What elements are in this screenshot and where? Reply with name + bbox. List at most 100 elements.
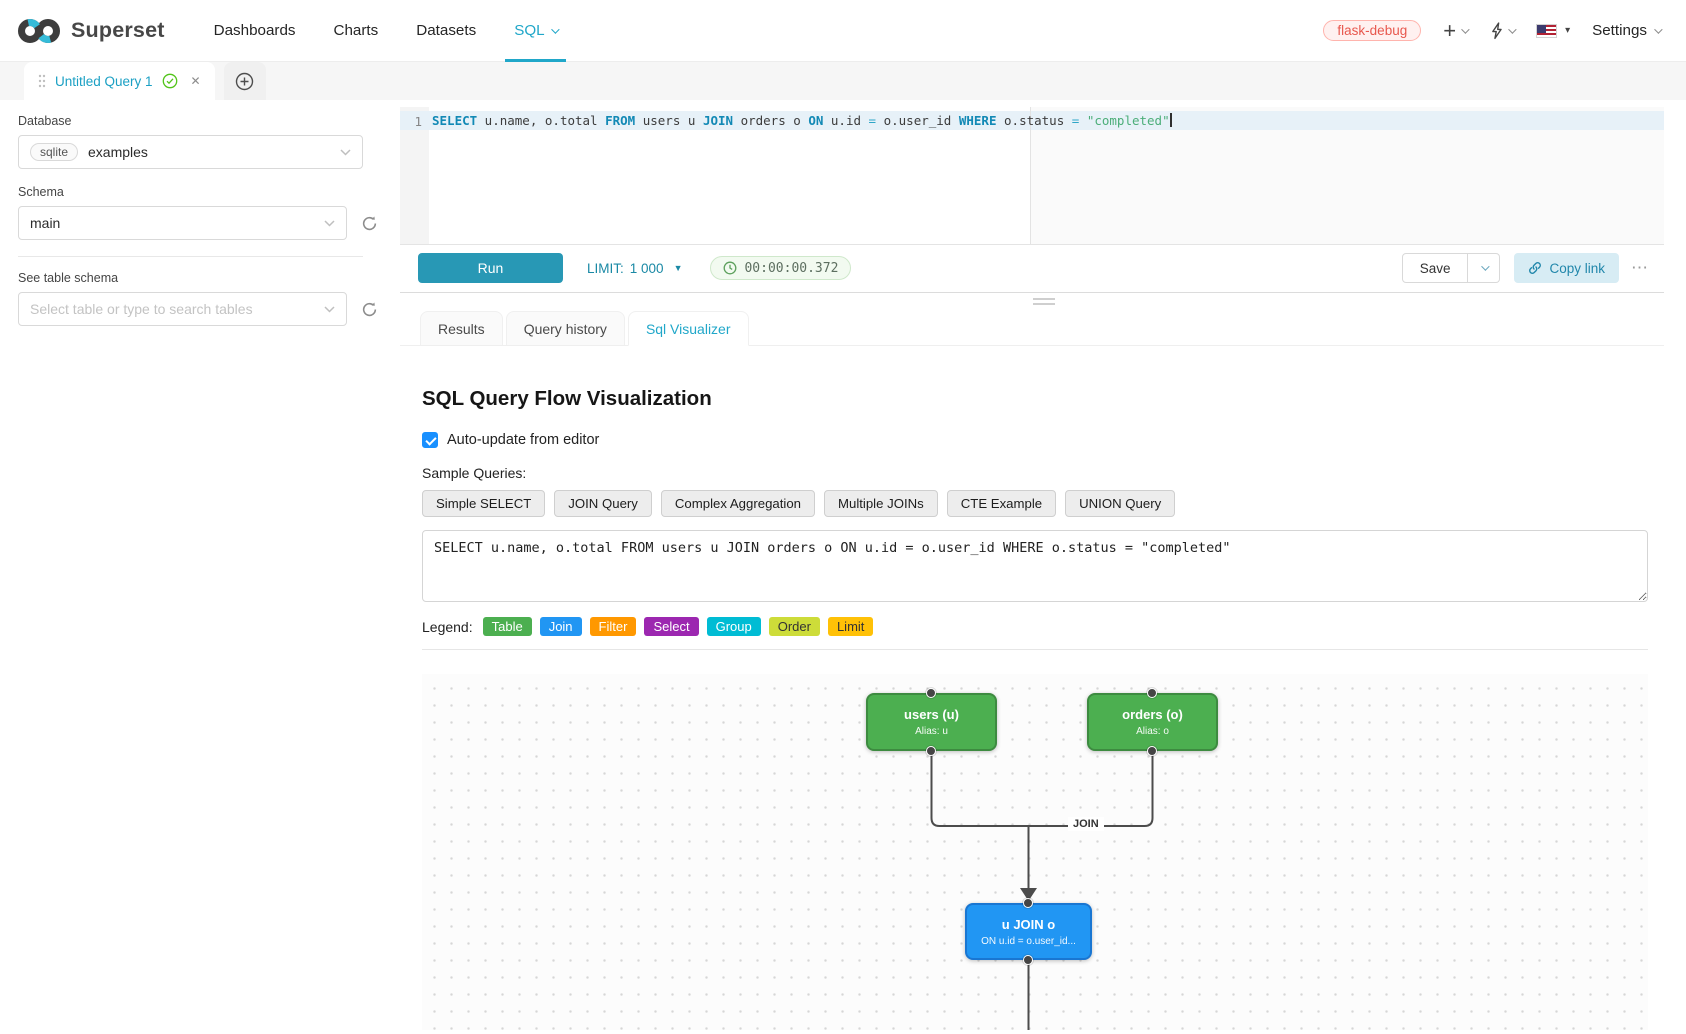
add-tab-icon xyxy=(235,72,254,90)
chevron-down-icon xyxy=(324,305,335,313)
main-nav: Dashboards Charts Datasets SQL xyxy=(195,0,576,62)
sql-input-textarea[interactable]: SELECT u.name, o.total FROM users u JOIN… xyxy=(422,530,1648,602)
query-search-menu[interactable] xyxy=(1489,21,1517,40)
sql-token xyxy=(1079,113,1087,128)
refresh-schemas-button[interactable] xyxy=(358,215,380,232)
flow-canvas[interactable]: users (u) Alias: u orders (o) Alias: o u… xyxy=(422,674,1648,1030)
node-handle[interactable] xyxy=(1147,746,1157,756)
sample-query-button[interactable]: Simple SELECT xyxy=(422,490,546,517)
saved-check-icon xyxy=(162,73,177,89)
nav-charts[interactable]: Charts xyxy=(333,22,379,39)
caret-down-icon: ▾ xyxy=(1565,25,1571,36)
query-tab-title: Untitled Query 1 xyxy=(55,73,153,89)
sql-editor[interactable]: 1 SELECT u.name, o.total FROM users u JO… xyxy=(400,107,1664,245)
refresh-tables-button[interactable] xyxy=(358,301,380,318)
flow-node-join[interactable]: u JOIN o ON u.id = o.user_id... xyxy=(965,903,1092,960)
sql-code-line: SELECT u.name, o.total FROM users u JOIN… xyxy=(432,113,1172,128)
limit-dropdown[interactable]: LIMIT: 1 000 ▼ xyxy=(587,260,683,276)
sql-token: WHERE xyxy=(958,113,997,128)
sql-token: u.name, o.total xyxy=(477,113,606,128)
tab-results[interactable]: Results xyxy=(420,311,503,345)
schema-select[interactable]: main xyxy=(18,206,347,240)
node-handle[interactable] xyxy=(926,688,936,698)
sample-query-button[interactable]: Complex Aggregation xyxy=(660,490,815,517)
superset-infinity-icon xyxy=(18,18,60,43)
node-handle[interactable] xyxy=(1147,688,1157,698)
brand-name: Superset xyxy=(71,18,165,42)
more-options-button[interactable]: ⋯ xyxy=(1631,258,1650,277)
node-handle[interactable] xyxy=(926,746,936,756)
active-line-highlight xyxy=(400,111,1664,130)
content-divider xyxy=(422,649,1648,650)
query-tab-active[interactable]: Untitled Query 1 ✕ xyxy=(24,62,215,100)
auto-update-label: Auto-update from editor xyxy=(447,432,600,448)
sql-token: o.status xyxy=(996,113,1072,128)
sample-query-button[interactable]: UNION Query xyxy=(1065,490,1176,517)
caret-down-icon: ▼ xyxy=(673,263,683,273)
sample-query-button[interactable]: Multiple JOINs xyxy=(824,490,938,517)
page-title: SQL Query Flow Visualization xyxy=(422,387,712,410)
us-flag-icon xyxy=(1536,23,1558,38)
save-dropdown-button[interactable] xyxy=(1468,253,1501,283)
copy-link-button[interactable]: Copy link xyxy=(1514,253,1619,283)
top-navbar: Superset Dashboards Charts Datasets SQL … xyxy=(0,0,1686,62)
node-handle[interactable] xyxy=(1023,898,1033,908)
chevron-down-icon xyxy=(550,24,560,34)
sample-queries-label: Sample Queries: xyxy=(422,465,527,481)
database-select[interactable]: sqlite examples xyxy=(18,135,363,169)
sql-token: JOIN xyxy=(702,113,734,128)
link-icon xyxy=(1529,262,1542,274)
new-item-menu[interactable]: + xyxy=(1443,17,1470,43)
sql-token: = xyxy=(868,113,877,128)
tab-query-history[interactable]: Query history xyxy=(505,311,625,345)
sql-token: orders o xyxy=(733,113,809,128)
save-button[interactable]: Save xyxy=(1401,253,1469,283)
sql-token: SELECT xyxy=(432,113,478,128)
chevron-down-icon xyxy=(1654,24,1663,34)
legend-label: Legend: xyxy=(422,618,473,635)
plus-icon: + xyxy=(1443,17,1457,43)
settings-menu[interactable]: Settings xyxy=(1592,22,1663,39)
legend-badge: Group xyxy=(706,617,761,636)
refresh-icon xyxy=(362,301,376,316)
schema-label: Schema xyxy=(18,185,64,199)
chevron-down-icon xyxy=(1461,24,1470,34)
sql-token: FROM xyxy=(605,113,636,128)
chevron-down-icon xyxy=(340,148,351,156)
sql-token: users u xyxy=(635,113,703,128)
node-handle[interactable] xyxy=(1023,955,1033,965)
chevron-down-icon xyxy=(1508,24,1517,34)
auto-update-checkbox[interactable] xyxy=(422,432,438,448)
tab-sql-visualizer[interactable]: Sql Visualizer xyxy=(627,311,749,346)
language-picker[interactable]: ▾ xyxy=(1536,23,1571,38)
query-tab-strip: Untitled Query 1 ✕ xyxy=(0,62,1686,100)
sample-query-button[interactable]: CTE Example xyxy=(946,490,1057,517)
superset-logo[interactable]: Superset xyxy=(16,16,165,46)
flow-node-users[interactable]: users (u) Alias: u xyxy=(866,693,997,751)
run-button[interactable]: Run xyxy=(418,253,563,283)
south-pane-tabs: Results Query history Sql Visualizer xyxy=(400,310,1664,346)
edge-label-join: JOIN xyxy=(1068,817,1104,831)
new-query-tab-button[interactable] xyxy=(223,62,266,100)
navbar-right: flask-debug + ▾ Settings xyxy=(1323,17,1663,43)
close-tab-icon[interactable]: ✕ xyxy=(190,74,201,88)
sqllab-sidebar: Database sqlite examples Schema main xyxy=(0,100,400,1034)
sql-token: u.id xyxy=(823,113,869,128)
sql-visualizer-panel: SQL Query Flow Visualization Auto-update… xyxy=(400,346,1686,1034)
table-select[interactable]: Select table or type to search tables xyxy=(18,292,347,326)
legend-badge: Order xyxy=(768,617,820,636)
nav-datasets[interactable]: Datasets xyxy=(416,22,477,39)
pane-divider xyxy=(400,292,1664,293)
auto-update-row: Auto-update from editor xyxy=(422,432,1686,448)
flow-node-orders[interactable]: orders (o) Alias: o xyxy=(1087,693,1218,751)
pane-resize-handle[interactable] xyxy=(1033,298,1055,305)
sample-query-button[interactable]: JOIN Query xyxy=(554,490,652,517)
database-label: Database xyxy=(18,114,72,128)
legend-badge: Filter xyxy=(589,617,637,636)
nav-dashboards[interactable]: Dashboards xyxy=(213,22,296,39)
db-engine-badge: sqlite xyxy=(30,143,79,161)
sql-token: "completed" xyxy=(1086,113,1170,128)
nav-sql[interactable]: SQL xyxy=(495,0,575,62)
query-timer-badge: 00:00:00.372 xyxy=(710,256,852,280)
